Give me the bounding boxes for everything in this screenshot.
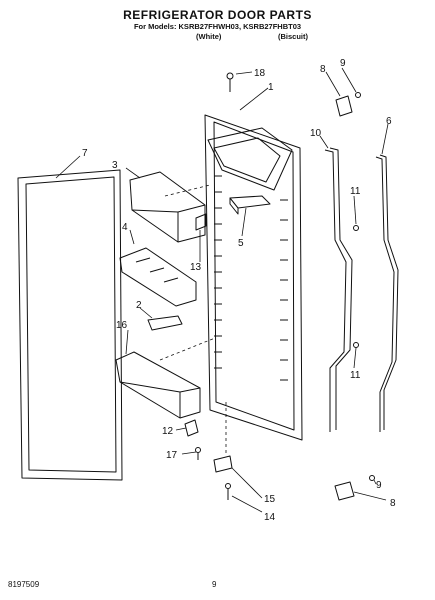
callout-13: 13 <box>190 262 202 273</box>
leader-lines <box>55 67 389 513</box>
page-header: REFRIGERATOR DOOR PARTS For Models: KSRB… <box>0 8 435 42</box>
model-list: For Models: KSRB27FHWH03, KSRB27FHBT03 <box>133 22 302 31</box>
callout-4: 4 <box>122 222 128 233</box>
callout-16: 16 <box>116 320 128 331</box>
door-assembly <box>204 114 303 441</box>
screw-11-bottom <box>353 342 359 348</box>
callout-10: 10 <box>310 128 322 139</box>
stop-12 <box>184 419 199 437</box>
retainer-clip <box>147 315 183 331</box>
screw-18 <box>226 72 234 92</box>
bottom-hinge <box>334 481 355 501</box>
callout-6: 6 <box>386 116 392 127</box>
small-bin <box>229 195 271 215</box>
top-hinge <box>335 95 353 117</box>
screw-11-top <box>353 225 359 231</box>
callout-12: 12 <box>162 426 174 437</box>
callout-11-top: 11 <box>350 186 361 197</box>
callout-5: 5 <box>238 238 244 249</box>
page-number: 9 <box>212 580 217 589</box>
door-closure-rail <box>324 147 353 432</box>
callout-17: 17 <box>166 450 178 461</box>
screw-14 <box>225 483 231 500</box>
hinge-bushing-15 <box>213 455 233 473</box>
clip-13 <box>195 213 207 231</box>
color-white-label: (White) <box>196 32 222 41</box>
screw-9-bottom <box>369 475 375 481</box>
color-biscuit-label: (Biscuit) <box>278 32 308 41</box>
door-bin <box>115 351 201 419</box>
document-number: 8197509 <box>8 580 40 589</box>
callout-3: 3 <box>112 160 118 171</box>
dairy-cover <box>129 171 206 243</box>
callout-18: 18 <box>254 68 266 79</box>
screw-17 <box>195 447 201 460</box>
callout-9-top: 9 <box>340 58 346 69</box>
callout-labels: 1 2 3 4 5 6 7 8 9 9 8 10 11 11 12 13 14 … <box>82 58 396 523</box>
door-shelf-rails <box>214 175 288 381</box>
door-gasket <box>17 169 123 481</box>
callout-11-bottom: 11 <box>350 370 361 381</box>
callout-2: 2 <box>136 300 142 311</box>
callout-8-bottom: 8 <box>390 498 396 509</box>
callout-8-top: 8 <box>320 64 326 75</box>
callout-7: 7 <box>82 148 88 159</box>
page-title: REFRIGERATOR DOOR PARTS <box>123 8 312 22</box>
color-labels: (White) (Biscuit) <box>0 32 435 42</box>
egg-bin <box>119 247 197 307</box>
callout-1: 1 <box>268 82 274 93</box>
callout-15: 15 <box>264 494 276 505</box>
callout-14: 14 <box>264 512 276 523</box>
handle-trim <box>375 154 399 432</box>
screw-9-top <box>355 92 361 98</box>
callout-9-bottom: 9 <box>376 480 382 491</box>
